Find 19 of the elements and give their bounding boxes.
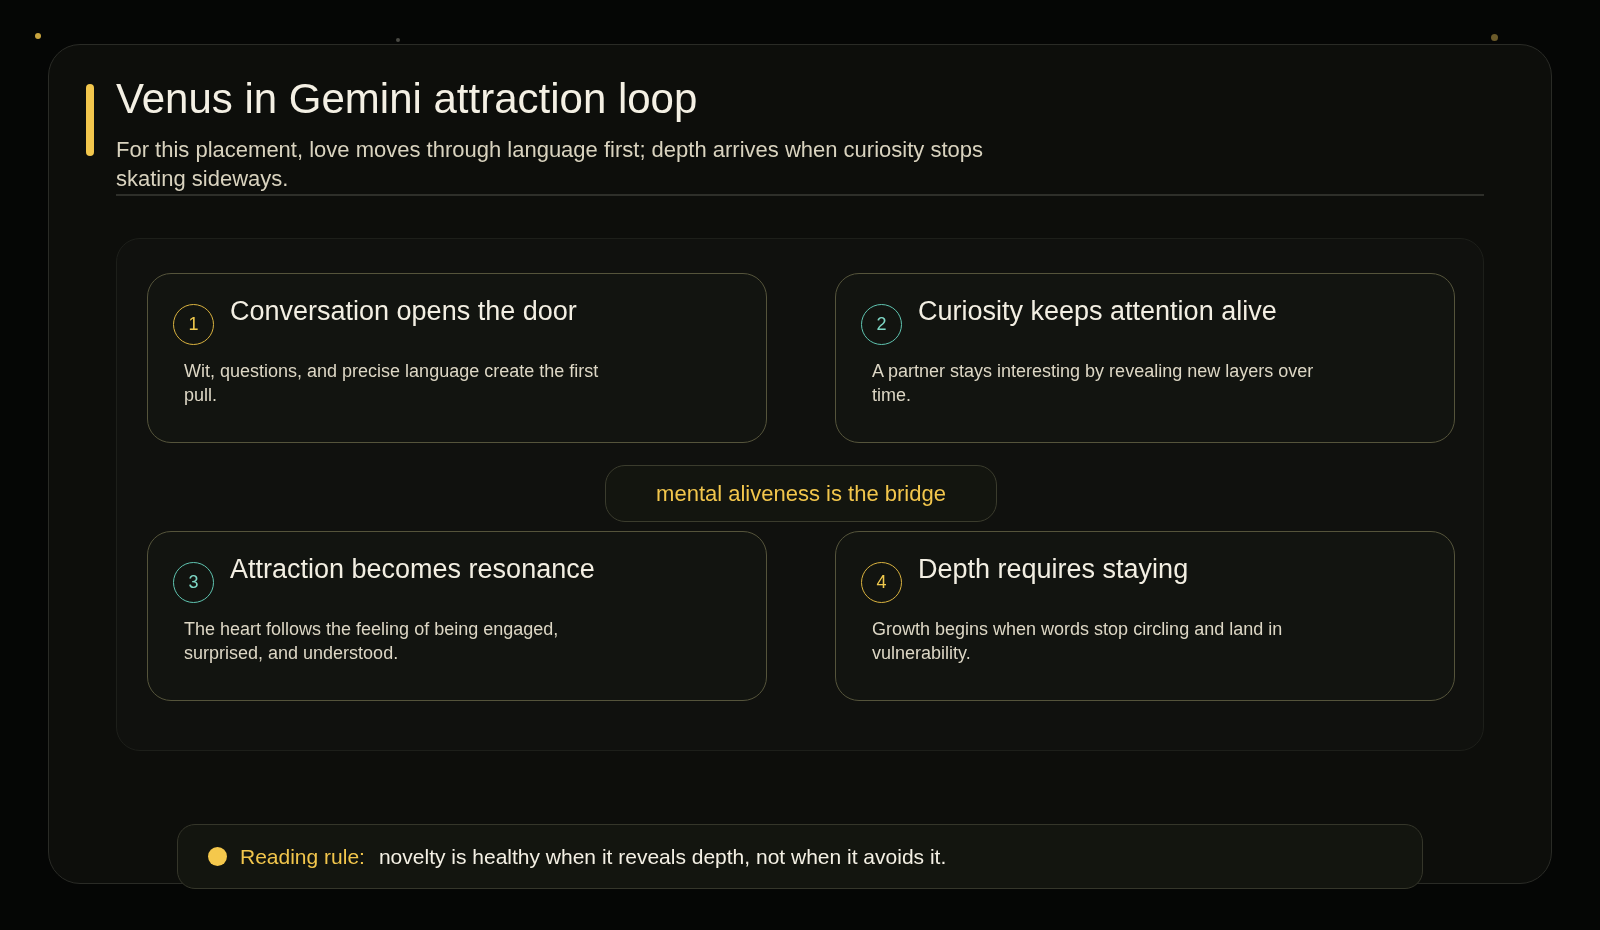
subtitle-text: For this placement, love moves through language first; depth arrives when curiosity stops skating sideways.	[116, 136, 984, 193]
rule-label: Reading rule:	[240, 843, 365, 870]
step-heading: Attraction becomes resonance	[230, 553, 595, 585]
step-card	[835, 273, 1455, 443]
step-card	[147, 273, 767, 443]
step-card	[835, 531, 1455, 701]
reading-rule-bar	[177, 824, 1423, 889]
bridge-note: mental aliveness is the bridge	[605, 465, 997, 522]
step-description: A partner stays interesting by revealing new layers over time.	[872, 360, 1315, 407]
step-description: Wit, questions, and precise language create the first pull.	[184, 360, 600, 407]
step-card	[147, 531, 767, 701]
step-heading: Conversation opens the door	[230, 295, 577, 327]
step-description: Growth begins when words stop circling and land in vulnerability.	[872, 618, 1284, 665]
content-panel	[116, 238, 1484, 751]
diagram-title: Venus in Gemini attraction loop	[116, 74, 698, 124]
step-heading: Curiosity keeps attention alive	[918, 295, 1277, 327]
step-heading: Depth requires staying	[918, 553, 1189, 585]
rule-text: novelty is healthy when it reveals depth, not when it avoids it.	[378, 843, 947, 870]
step-description: The heart follows the feeling of being engaged, surprised, and understood.	[184, 618, 560, 665]
